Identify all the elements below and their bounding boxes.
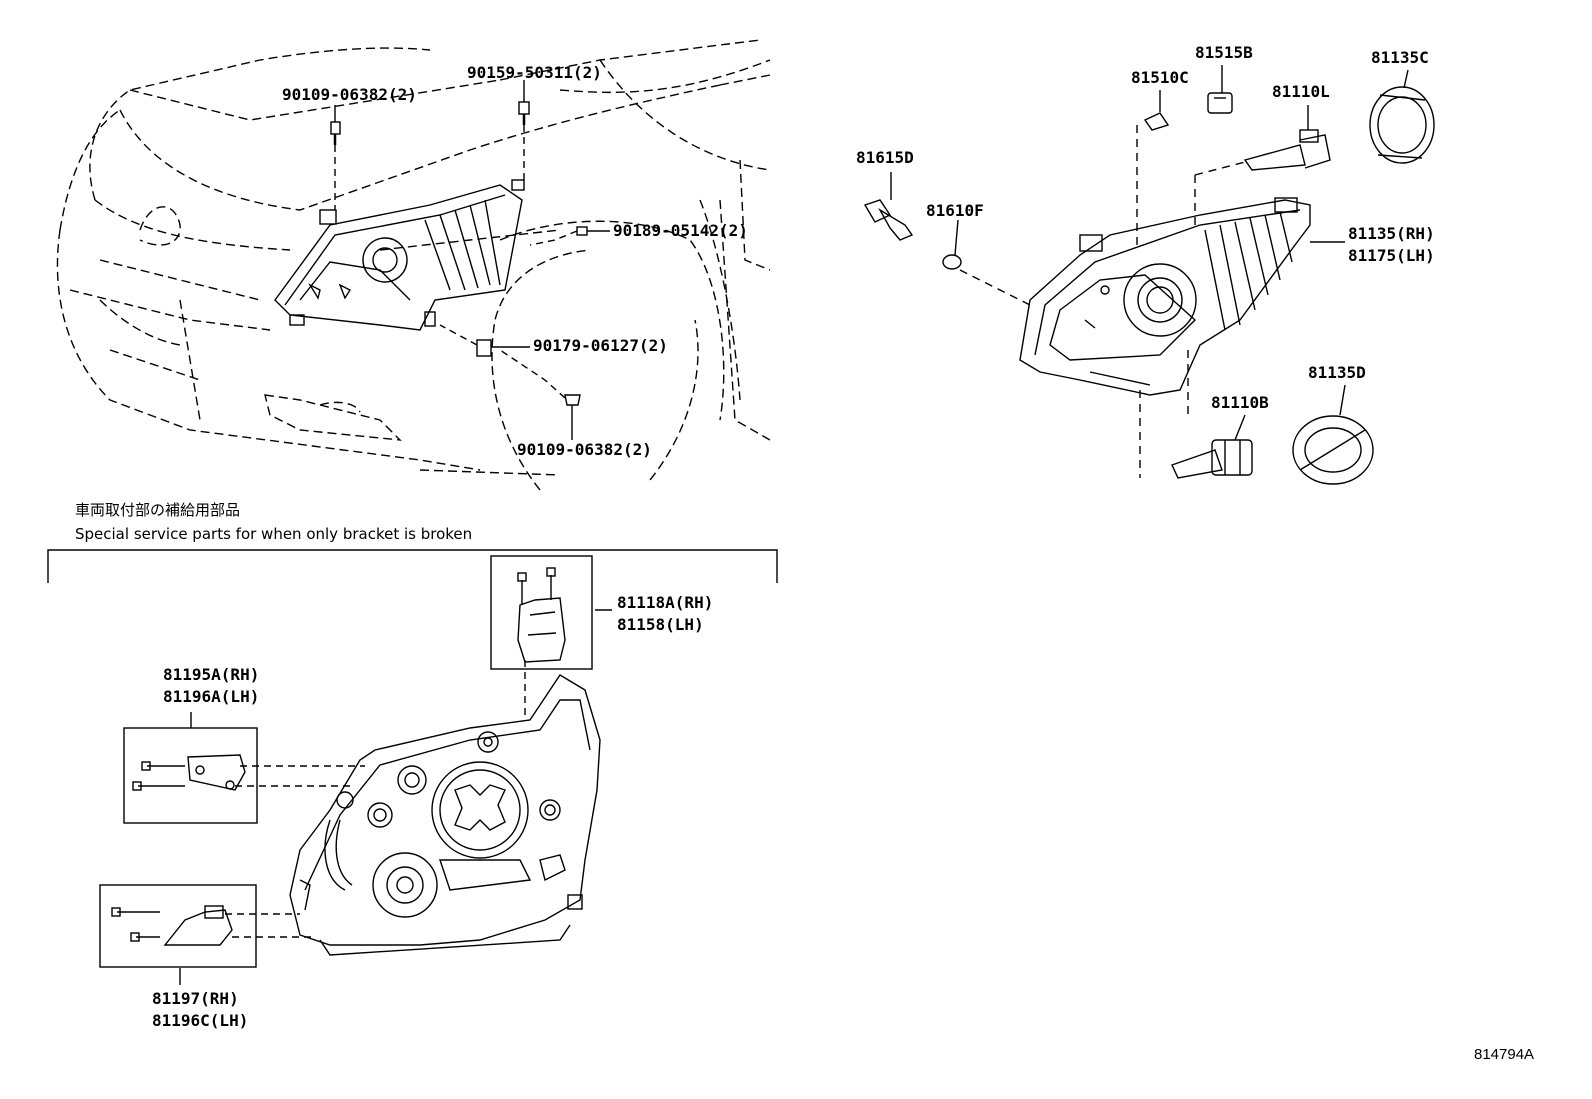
cap-81610F: [942, 254, 962, 270]
callout-90189-05142: 90189-05142(2): [613, 221, 748, 240]
diagram-code: 814794A: [1474, 1046, 1535, 1063]
headlamp-rear-view: [289, 674, 601, 956]
bulb-81615D: [863, 199, 914, 241]
callout-81615D: 81615D: [856, 148, 914, 167]
headlamp-on-car: [274, 179, 525, 331]
callout-81135D: 81135D: [1308, 363, 1366, 382]
callout-81175-LH: 81175(LH): [1348, 246, 1435, 265]
bracket-box-81197: [99, 884, 257, 985]
bulb-81110L: [1243, 129, 1331, 171]
leader-lines-top-left: [334, 80, 610, 440]
callout-81196C-LH: 81196C(LH): [152, 1011, 249, 1030]
cover-81135C: [1369, 86, 1435, 164]
cover-81135D: [1292, 415, 1374, 485]
callout-81197-RH: 81197(RH): [152, 989, 239, 1008]
car-front-outline: [56, 39, 771, 491]
cap-81510C: [1143, 112, 1170, 131]
callout-90159-50311: 90159-50311(2): [467, 63, 602, 82]
bulb-81110B: [1171, 439, 1253, 479]
dashed-guides-bottom: [225, 660, 526, 938]
callout-81135-RH: 81135(RH): [1348, 224, 1435, 243]
callout-81610F: 81610F: [926, 201, 984, 220]
callout-90109-06382-bottom: 90109-06382(2): [517, 440, 652, 459]
fastener-screws: [330, 101, 588, 406]
callout-90179-06127: 90179-06127(2): [533, 336, 668, 355]
callout-81135C: 81135C: [1371, 48, 1429, 67]
leader-lines-top-right: [890, 65, 1409, 441]
section-bracket-frame: [47, 549, 778, 583]
callout-81195A-RH: 81195A(RH): [163, 665, 260, 684]
callout-81196A-LH: 81196A(LH): [163, 687, 260, 706]
dashed-guides-top-left: [334, 125, 578, 399]
bracket-box-81118A: [490, 555, 612, 670]
callout-81118A-RH: 81118A(RH): [617, 593, 714, 612]
callout-81510C: 81510C: [1131, 68, 1189, 87]
callout-90109-06382-top: 90109-06382(2): [282, 85, 417, 104]
callout-81515B: 81515B: [1195, 43, 1253, 62]
headlamp-exploded: [1019, 197, 1311, 396]
callout-81158-LH: 81158(LH): [617, 615, 704, 634]
section-title-japanese: 車両取付部の補給用部品: [75, 501, 241, 519]
bracket-box-81195A: [123, 712, 258, 824]
callout-81110L: 81110L: [1272, 82, 1330, 101]
section-title-english: Special service parts for when only brac…: [75, 525, 473, 543]
dashed-guides-top-right: [959, 125, 1246, 478]
callout-81110B: 81110B: [1211, 393, 1269, 412]
socket-81515B: [1207, 92, 1233, 114]
